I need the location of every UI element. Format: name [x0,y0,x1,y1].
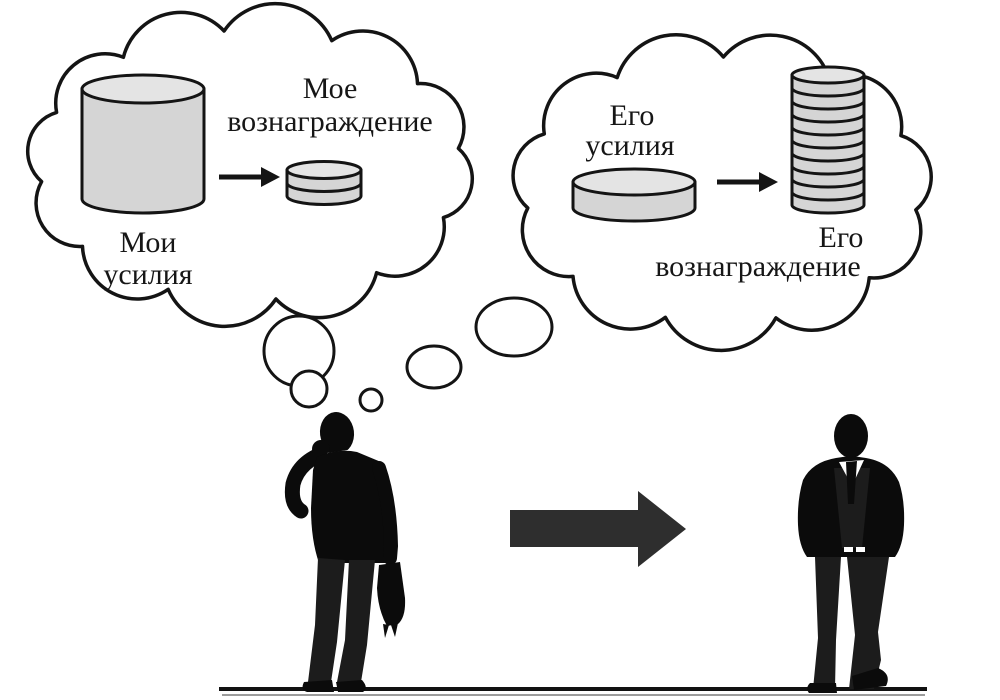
briefcase-fringe [383,624,389,638]
arrow-head-icon [261,167,280,187]
left-man-phone-hand [312,440,330,458]
businessman-on-phone-silhouette [284,412,406,692]
thought-bubble-right-medium [405,344,463,390]
my-efforts-cylinder-body [80,87,206,215]
his-reward-label-line1: Его [819,221,864,254]
his-effort-to-reward-arrow [717,172,778,192]
stack-top [790,65,866,85]
right-man-left-shoe [807,683,837,693]
left-man-torso [311,450,393,563]
right-man-head [834,414,868,458]
his-efforts-label-line1: Его [610,99,655,132]
right-man-left-leg [813,557,841,689]
his-efforts-disk [571,167,697,223]
his-efforts-disk-top [571,167,697,197]
my-efforts-label-line2: усилия [103,258,192,291]
left-man-phone-arm [284,444,335,519]
his-reward-stack [790,65,866,215]
my-reward-label-line1: Мое [303,72,358,105]
left-man-hanging-arm [372,461,399,565]
businessman-standing-silhouette [797,414,905,693]
my-efforts-cylinder [80,73,206,215]
my-reward-stack [285,160,363,206]
his-reward-label-line2: вознаграждение [655,250,861,283]
his-efforts-label-line2: усилия [585,129,674,162]
left-man-left-leg [308,558,345,682]
right-man-tie [846,461,857,504]
left-man-head [319,412,355,454]
left-man-left-shoe [302,680,334,692]
left-man-briefcase [377,562,406,626]
right-man-vest [834,468,870,548]
thought-bubble-small [358,387,384,413]
right-man-right-shoe [852,668,888,690]
my-efforts-cylinder-top [80,73,206,105]
thought-bubble-medium [289,369,329,409]
briefcase-fringe [391,623,398,637]
comparison-right-arrow-icon [510,491,686,567]
right-man-belt [856,547,865,552]
my-effort-to-reward-arrow [219,167,280,187]
stack-top [285,160,363,180]
right-man-right-leg [847,557,889,689]
left-man-right-shoe [336,680,366,692]
arrow-head-icon [759,172,778,192]
left-man-right-leg [337,560,375,682]
my-efforts-label-line1: Мои [120,226,177,259]
my-reward-label-line2: вознаграждение [227,105,433,138]
thought-bubble-right-large [474,296,554,358]
right-man-belt [844,547,853,552]
